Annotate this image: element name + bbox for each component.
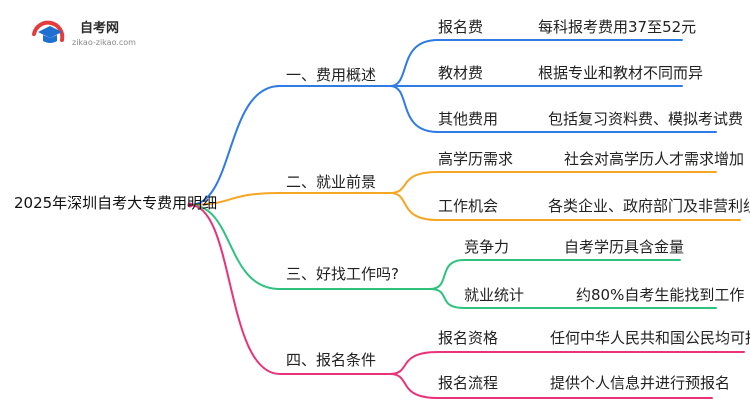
leaf-detail-textbook-fee: 根据专业和教材不同而异	[538, 64, 704, 82]
graduation-cap-icon	[32, 20, 65, 43]
branch-label-job-finding: 三、好找工作吗?	[286, 265, 399, 283]
branch-connector-1	[189, 85, 391, 206]
leaf-name-other-fees: 其他费用	[438, 110, 499, 128]
leaf-name-employment-stats: 就业统计	[464, 286, 525, 304]
branch-label-employment: 二、就业前景	[286, 173, 377, 191]
leaf-detail-other-fees: 包括复习资料费、模拟考试费	[548, 110, 744, 128]
leaf-name-competitiveness: 竞争力	[464, 238, 510, 256]
logo-url: zikao-zikao.com	[72, 38, 136, 47]
leaf-detail-competitiveness: 自考学历具含金量	[564, 238, 685, 256]
site-logo: 自考网 zikao-zikao.com	[28, 14, 138, 54]
root-anchor-dot	[187, 202, 193, 208]
leaf-connector-3-1	[429, 259, 681, 290]
leaf-connector-4-1	[389, 351, 745, 375]
logo-title: 自考网	[80, 21, 120, 36]
leaf-detail-registration-fee: 每科报考费用37至52元	[538, 18, 697, 36]
branch-label-fees: 一、费用概述	[286, 66, 377, 84]
branch-label-requirements: 四、报名条件	[286, 351, 377, 369]
branch-connector-4	[189, 204, 391, 375]
leaf-name-process: 报名流程	[438, 374, 499, 392]
leaf-name-textbook-fee: 教材费	[438, 64, 484, 82]
branch-connector-3	[189, 204, 431, 290]
leaf-connector-4-2	[389, 373, 713, 399]
leaf-detail-degree-demand: 社会对高学历人才需求增加	[564, 150, 745, 168]
leaf-name-degree-demand: 高学历需求	[438, 150, 514, 168]
leaf-connector-2-1	[389, 171, 717, 194]
leaf-detail-eligibility: 任何中华人民共和国公民均可报考	[550, 329, 750, 347]
branch-connector-2	[189, 192, 391, 206]
leaf-connector-1-3	[389, 85, 717, 133]
leaf-detail-process: 提供个人信息并进行预报名	[550, 374, 731, 392]
leaf-detail-job-opportunities: 各类企业、政府部门及非营利组织	[548, 197, 750, 215]
leaf-detail-employment-stats: 约80%自考生能找到工作	[576, 286, 745, 304]
leaf-name-job-opportunities: 工作机会	[438, 197, 499, 215]
leaf-connector-3-2	[429, 288, 717, 309]
root-node: 2025年深圳自考大专费用明细	[14, 194, 218, 212]
leaf-connector-2-2	[389, 192, 741, 221]
leaf-connector-1-1	[389, 39, 683, 87]
leaf-name-eligibility: 报名资格	[438, 329, 499, 347]
leaf-name-registration-fee: 报名费	[438, 18, 484, 36]
